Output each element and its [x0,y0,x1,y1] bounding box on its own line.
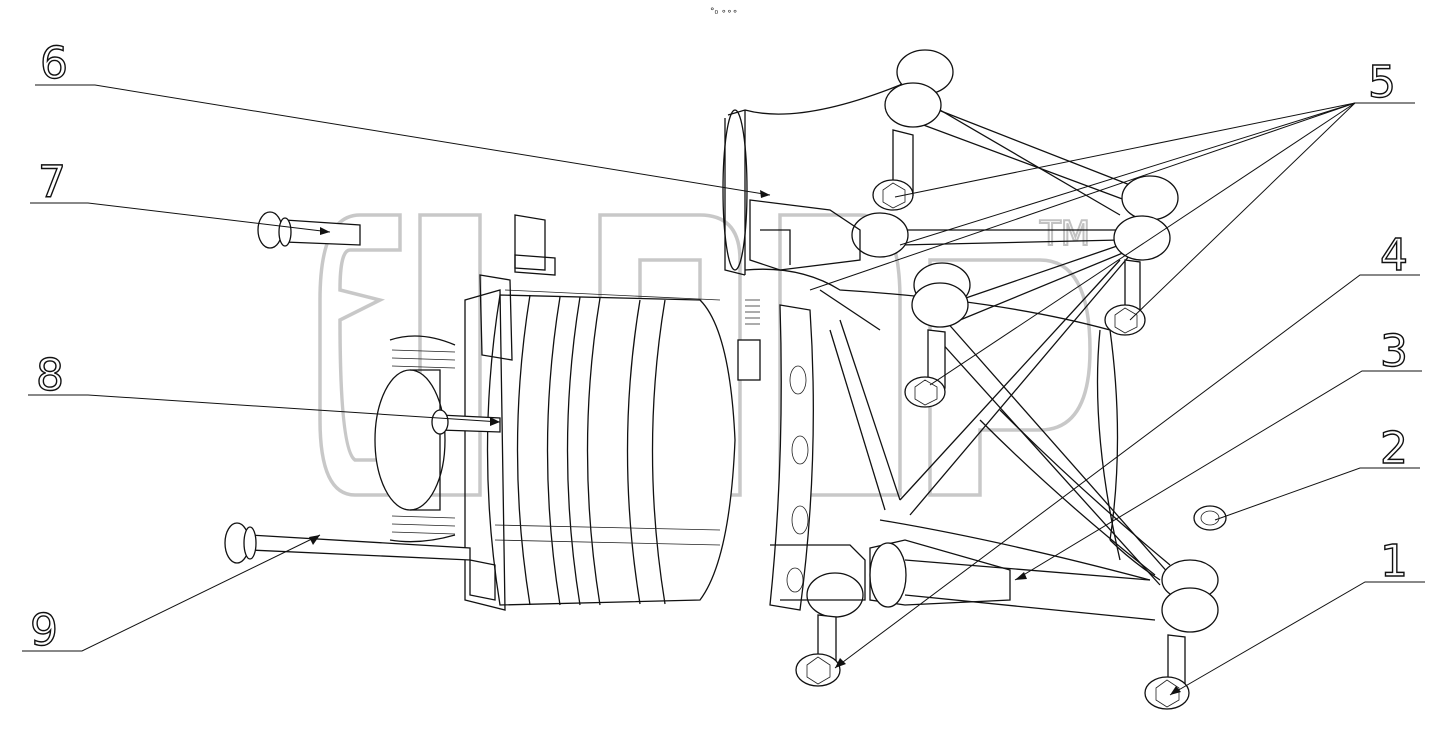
callout-8: 8 [36,350,64,401]
mounting-bracket [722,49,1219,633]
leader-lines [22,84,1425,696]
bracket-bolts [795,129,1227,710]
callout-7: 7 [38,157,66,208]
short-bolt-7 [257,211,361,249]
callout-4: 4 [1380,230,1408,281]
callout-labels: 6 7 8 9 5 4 3 2 1 [29,37,1408,656]
top-mark: °₀ ∘∘∘ [710,7,738,17]
callout-1: 1 [1380,536,1408,587]
callout-6: 6 [40,38,68,89]
watermark-tm: TM [1039,214,1090,254]
alternator [374,214,866,611]
callout-2: 2 [1380,423,1408,474]
callout-3: 3 [1380,326,1408,377]
callout-9: 9 [30,605,58,656]
callout-5: 5 [1368,57,1396,108]
long-bolt-9 [224,522,471,564]
